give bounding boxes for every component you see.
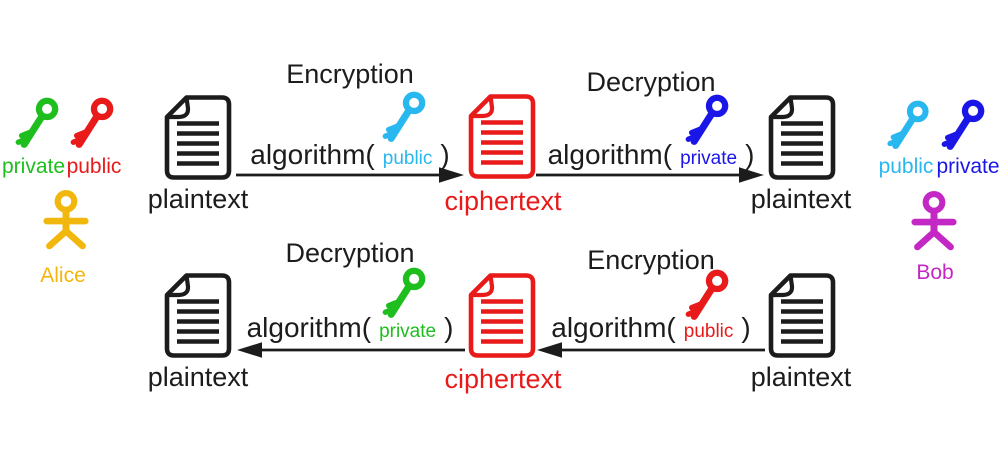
bottom-decryption-close-paren: )	[444, 312, 454, 343]
alice-public-key-icon	[69, 96, 116, 151]
bottom-decryption-title: Decryption	[285, 238, 415, 268]
bottom-encryption-close-paren: )	[741, 312, 751, 343]
top-decryption-arrow-icon	[534, 165, 766, 185]
top-encryption-formula: algorithm( public)	[237, 139, 463, 171]
alice-name-label: Alice	[40, 264, 86, 287]
top-encryption-arg-text: public	[382, 148, 433, 169]
bottom-encryption-formula: algorithm( public)	[538, 312, 764, 344]
alice-private-key-label: private	[2, 155, 66, 178]
bob-private-key-icon	[940, 98, 987, 153]
top-encryption-close-paren: )	[440, 139, 450, 170]
bob-figure-icon	[906, 191, 962, 254]
top-encryption-public-key-icon	[381, 90, 428, 145]
bob-name-label: Bob	[916, 261, 954, 284]
bottom-dest-plaintext-label: plaintext	[147, 362, 249, 392]
top-decryption-close-paren: )	[745, 139, 755, 170]
bottom-ciphertext-doc-icon	[467, 271, 537, 360]
bottom-source-plaintext-doc-icon	[767, 271, 837, 360]
top-encryption-fn-text: algorithm(	[250, 139, 375, 170]
top-encryption-arrow-icon	[234, 165, 466, 185]
bottom-dest-plaintext-doc-icon	[163, 271, 233, 360]
bottom-decryption-formula: algorithm( private)	[237, 312, 463, 344]
bottom-decryption-arg-text: private	[379, 321, 437, 342]
bottom-encryption-arg-text: public	[683, 321, 734, 342]
bottom-encryption-arrow-icon	[535, 340, 767, 360]
top-decryption-fn-text: algorithm(	[547, 139, 673, 170]
bottom-ciphertext-label: ciphertext	[444, 364, 562, 394]
bottom-encryption-title: Encryption	[587, 245, 715, 275]
top-decryption-title: Decryption	[586, 67, 716, 97]
bob-public-key-label: public	[878, 155, 934, 178]
bottom-decryption-fn-text: algorithm(	[246, 312, 372, 343]
alice-public-key-label: public	[66, 155, 122, 178]
top-ciphertext-doc-icon	[467, 92, 537, 181]
bottom-encryption-fn-text: algorithm(	[551, 312, 676, 343]
top-decryption-arg-text: private	[680, 148, 738, 169]
top-source-plaintext-label: plaintext	[147, 184, 249, 214]
alice-figure-icon	[38, 190, 94, 253]
top-encryption-title: Encryption	[286, 59, 414, 89]
top-ciphertext-label: ciphertext	[444, 186, 562, 216]
top-dest-plaintext-doc-icon	[767, 93, 837, 182]
top-dest-plaintext-label: plaintext	[750, 184, 852, 214]
top-source-plaintext-doc-icon	[163, 93, 233, 182]
bottom-decryption-arrow-icon	[235, 340, 467, 360]
alice-private-key-icon	[14, 96, 61, 151]
bob-public-key-icon	[886, 99, 931, 152]
bob-private-key-label: private	[936, 155, 1000, 178]
bottom-source-plaintext-label: plaintext	[750, 362, 852, 392]
top-decryption-formula: algorithm( private)	[538, 139, 764, 171]
